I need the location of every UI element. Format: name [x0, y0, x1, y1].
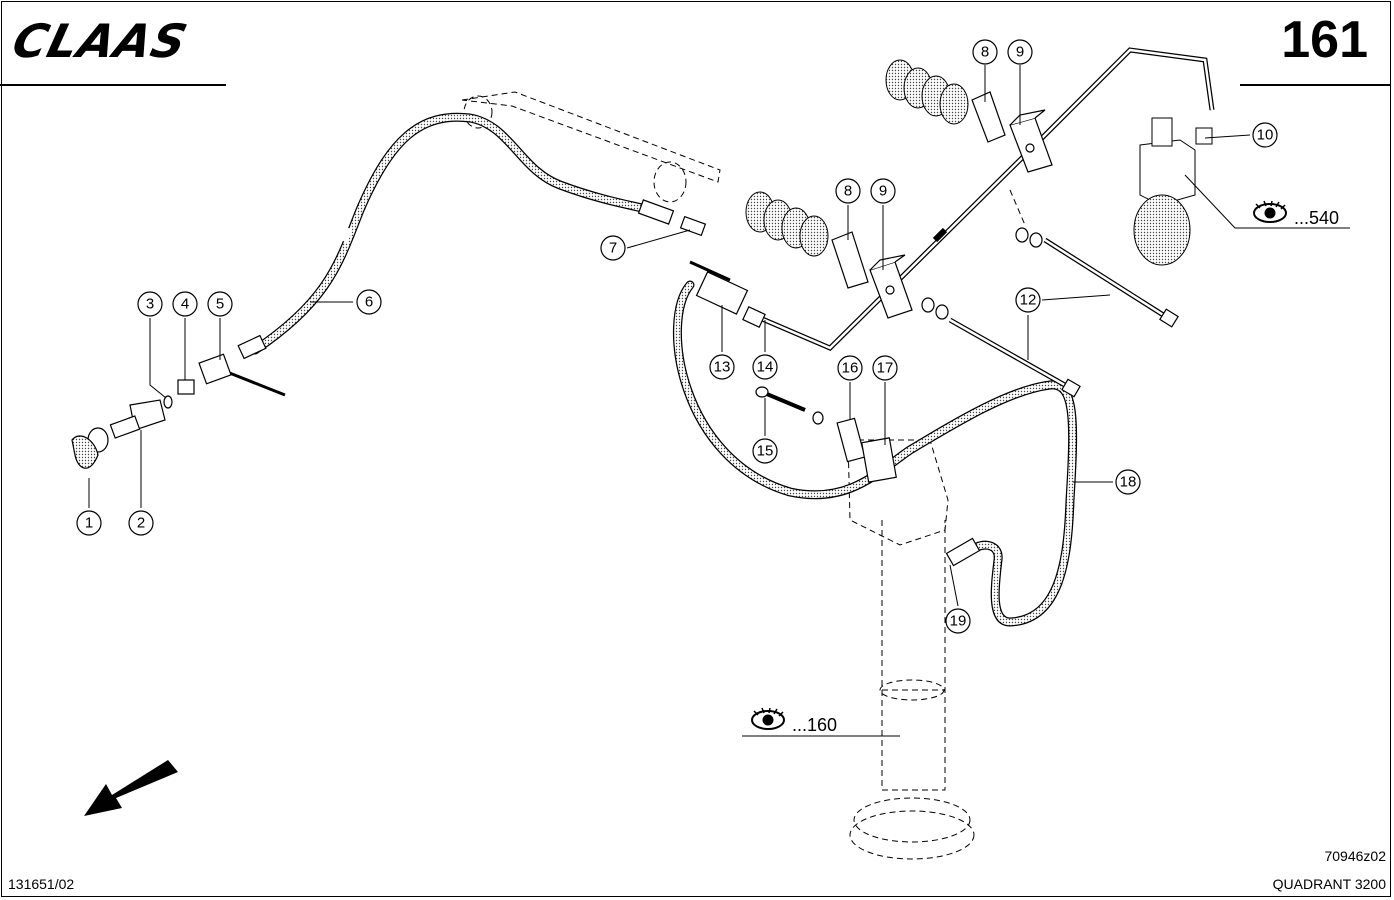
- header-rule-left: [0, 84, 226, 86]
- ghost-parts: [461, 91, 1026, 860]
- svg-text:2: 2: [137, 515, 145, 532]
- svg-text:4: 4: [181, 296, 189, 313]
- reference-160: ...160: [751, 707, 837, 735]
- callout-15: 15: [752, 438, 778, 464]
- svg-text:19: 19: [950, 613, 967, 630]
- svg-text:8: 8: [981, 44, 989, 61]
- fittings: [71, 199, 981, 567]
- valve-stack-lower: [745, 191, 829, 257]
- accumulator: [1133, 117, 1213, 266]
- svg-text:14: 14: [757, 359, 774, 376]
- callout-9-upper: 9: [1007, 39, 1033, 65]
- callout-16: 16: [837, 355, 863, 381]
- svg-text:...540: ...540: [1294, 208, 1339, 228]
- clamp-set-upper: [971, 91, 1053, 173]
- svg-text:15: 15: [757, 443, 774, 460]
- svg-text:16: 16: [842, 360, 859, 377]
- callout-2: 2: [128, 510, 154, 536]
- hose-6: [250, 112, 665, 355]
- svg-text:1: 1: [85, 515, 93, 532]
- bolt-12: [921, 227, 1179, 398]
- callout-18: 18: [1115, 469, 1141, 495]
- svg-text:9: 9: [1016, 44, 1024, 61]
- page-number: 161: [1281, 11, 1368, 69]
- svg-text:...160: ...160: [792, 715, 837, 735]
- svg-text:3: 3: [146, 296, 154, 313]
- model-name: QUADRANT 3200: [1272, 876, 1386, 892]
- svg-text:13: 13: [714, 359, 731, 376]
- header-rule-right: [1240, 84, 1390, 86]
- svg-text:7: 7: [609, 240, 617, 257]
- callout-6: 6: [356, 289, 382, 315]
- reference-540: ...540: [1253, 200, 1339, 228]
- eye-icon: [1253, 200, 1287, 223]
- svg-text:17: 17: [877, 360, 894, 377]
- eye-icon: [751, 707, 785, 730]
- svg-text:5: 5: [216, 296, 224, 313]
- svg-text:12: 12: [1020, 292, 1037, 309]
- document-number: 131651/02: [8, 876, 75, 892]
- svg-text:8: 8: [844, 183, 852, 200]
- svg-text:6: 6: [365, 294, 373, 311]
- direction-arrow-icon: [84, 760, 178, 816]
- callout-19: 19: [945, 608, 971, 634]
- callout-5: 5: [207, 291, 233, 317]
- svg-text:10: 10: [1257, 127, 1274, 144]
- callout-7: 7: [600, 235, 626, 261]
- clamp-set-lower: [831, 231, 913, 319]
- callout-9-lower: 9: [870, 178, 896, 204]
- callout-3: 3: [137, 291, 163, 317]
- callout-8-upper: 8: [972, 39, 998, 65]
- callout-1: 1: [76, 510, 102, 536]
- valve-stack-upper: [885, 59, 969, 125]
- callout-12: 12: [1015, 287, 1041, 313]
- callout-17: 17: [872, 355, 898, 381]
- rigid-pipes: [221, 47, 1215, 397]
- callout-8-lower: 8: [835, 178, 861, 204]
- svg-text:18: 18: [1120, 474, 1137, 491]
- callout-14: 14: [752, 354, 778, 380]
- callout-13: 13: [709, 354, 735, 380]
- callout-4: 4: [172, 291, 198, 317]
- callout-10: 10: [1252, 122, 1278, 148]
- figure-code: 70946z02: [1324, 848, 1386, 864]
- hose-18: [672, 280, 1078, 627]
- svg-text:9: 9: [879, 183, 887, 200]
- leader-lines: [88, 65, 1350, 737]
